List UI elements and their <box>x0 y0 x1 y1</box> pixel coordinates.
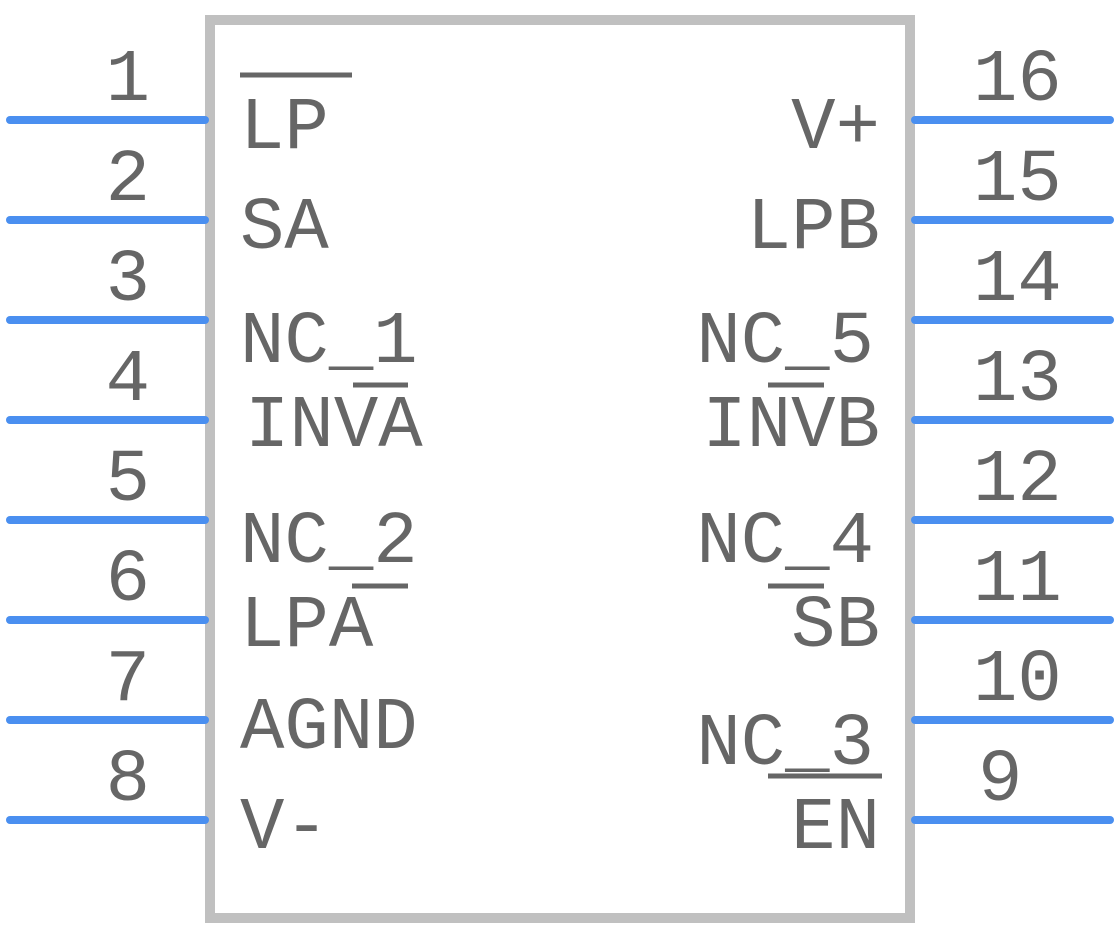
pin-5-number: 5 <box>106 439 150 523</box>
pin-3-label: NC_1 <box>240 301 418 385</box>
pin-6-number: 6 <box>106 539 150 623</box>
pin-10-number: 10 <box>973 639 1062 723</box>
pin-12-label: NC_4 <box>696 501 874 585</box>
pin-13-label: INVB <box>702 385 880 469</box>
pin-5-label: NC_2 <box>240 501 418 585</box>
pin-11-label: SB <box>791 585 880 669</box>
pin-10-label: NC_3 <box>696 703 874 787</box>
pin-7-number: 7 <box>106 639 150 723</box>
pin-1-number: 1 <box>106 39 150 123</box>
pin-16-label: V+ <box>791 87 880 171</box>
pin-9-number: 9 <box>978 739 1022 823</box>
pin-11-number: 11 <box>973 539 1062 623</box>
pin-6-label: LPA <box>240 585 374 669</box>
pin-2-label: SA <box>240 187 329 271</box>
pin-4-number: 4 <box>106 339 150 423</box>
pin-2-number: 2 <box>106 139 150 223</box>
pin-7-label: AGND <box>240 687 418 771</box>
pin-15-label: LPB <box>747 187 880 271</box>
pin-15-number: 15 <box>973 139 1062 223</box>
pin-1-label: LP <box>240 87 329 171</box>
pin-14-label: NC_5 <box>696 301 874 385</box>
pin-16-number: 16 <box>973 39 1062 123</box>
pin-14-number: 14 <box>973 239 1062 323</box>
pin-3-number: 3 <box>106 239 150 323</box>
pin-8-number: 8 <box>106 739 150 823</box>
pin-9-label: EN <box>791 787 880 871</box>
pin-8-label: V- <box>240 787 329 871</box>
ic-body <box>205 15 915 923</box>
pin-4-label: INVA <box>245 385 423 469</box>
pin-12-number: 12 <box>973 439 1062 523</box>
pin-13-number: 13 <box>973 339 1062 423</box>
